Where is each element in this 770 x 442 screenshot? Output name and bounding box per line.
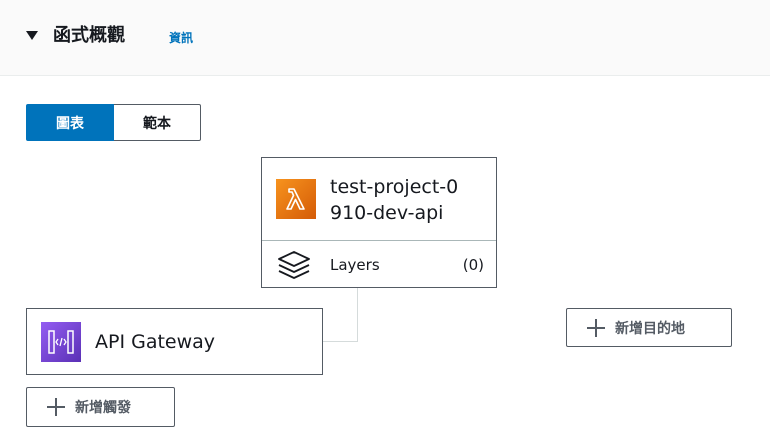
connector-line	[323, 341, 358, 342]
trigger-name: API Gateway	[95, 331, 216, 353]
plus-icon	[47, 398, 65, 416]
trigger-card-api-gateway[interactable]: API Gateway	[26, 308, 323, 375]
add-destination-button[interactable]: 新增目的地	[566, 308, 732, 347]
plus-icon	[587, 318, 605, 337]
collapse-caret-icon[interactable]	[26, 31, 38, 40]
api-gateway-icon	[41, 322, 81, 362]
function-name: test-project-0910-dev-api	[330, 176, 459, 224]
add-trigger-button[interactable]: 新增觸發	[26, 387, 175, 427]
diagram-toggle-button[interactable]: 圖表	[26, 104, 114, 141]
layers-icon	[276, 249, 312, 285]
page-title: 函式概觀	[53, 25, 125, 46]
function-card[interactable]: test-project-0910-dev-api Layers (0)	[261, 157, 497, 288]
add-destination-label: 新增目的地	[615, 320, 685, 337]
view-toggle: 圖表 範本	[26, 104, 201, 141]
layers-label: Layers	[330, 256, 380, 274]
function-overview-header: 函式概觀 資訊	[0, 0, 770, 76]
template-toggle-button[interactable]: 範本	[114, 104, 201, 141]
info-link[interactable]: 資訊	[169, 31, 194, 45]
layers-count: (0)	[462, 256, 484, 274]
lambda-icon	[276, 179, 316, 219]
function-header[interactable]: test-project-0910-dev-api	[262, 158, 496, 241]
add-trigger-label: 新增觸發	[75, 400, 131, 416]
connector-line	[357, 288, 358, 341]
layers-row[interactable]: Layers (0)	[262, 241, 496, 288]
